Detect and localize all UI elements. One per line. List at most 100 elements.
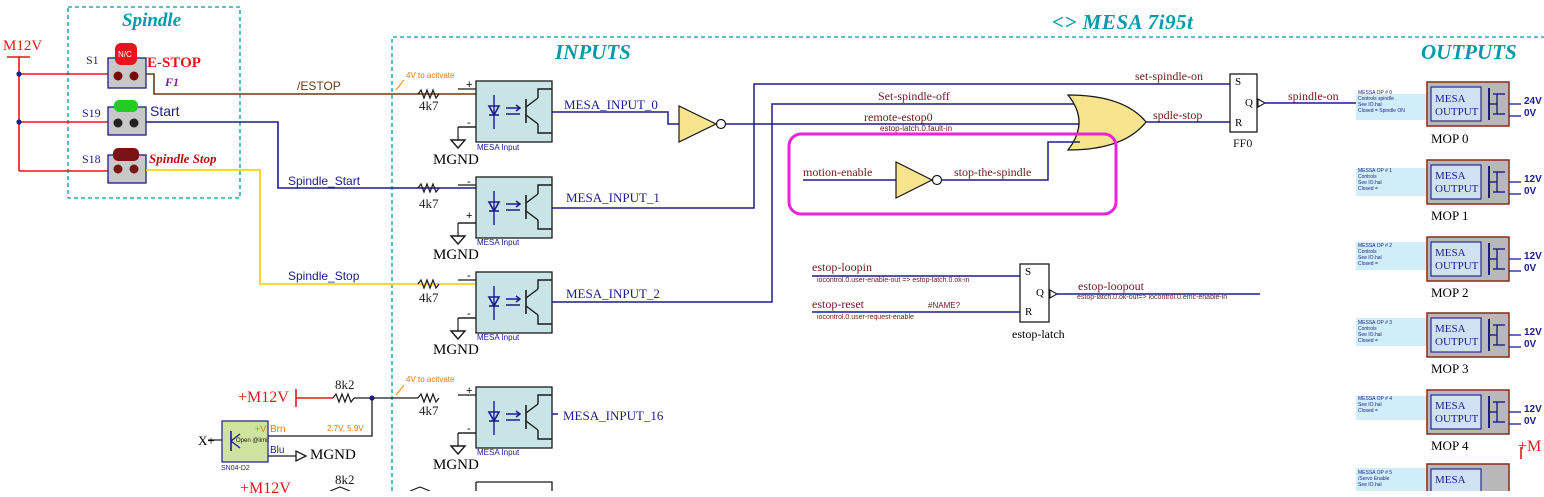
s1-nc-badge: N/C <box>118 50 132 59</box>
net-set-spindle-on: set-spindle-on <box>1135 69 1203 83</box>
net-set-spindle-off: Set-spindle-off <box>878 89 950 103</box>
net-estop: /ESTOP <box>297 79 341 93</box>
ff0-s: S <box>1235 76 1242 88</box>
latch-s: S <box>1025 266 1032 278</box>
r4-value: 4k7 <box>419 403 439 418</box>
switch-s1 <box>107 43 147 89</box>
net-estop-reset: estop-reset <box>812 297 864 311</box>
net-remote-estop0: remote-estop0 <box>864 110 933 124</box>
signal-mesa-input-1: MESA_INPUT_1 <box>566 190 660 205</box>
or-gate-spdle-stop <box>1066 94 1147 151</box>
resistor-r3 <box>417 278 440 290</box>
note-reset: iocontrol.0.user-request-enable <box>817 314 914 321</box>
opto2-minus-top: - <box>467 270 471 282</box>
flipflop-ff0 <box>1229 73 1258 133</box>
mop0-label: MOP 0 <box>1431 131 1469 146</box>
latch-r: R <box>1025 306 1033 318</box>
s19-label: S19 <box>82 106 101 120</box>
outputs-heading: OUTPUTS <box>1421 40 1517 64</box>
estop-latch-label: estop-latch <box>1012 327 1065 341</box>
start-switch-label: Start <box>150 103 180 119</box>
opto0-caption: MESA Input <box>477 143 520 152</box>
name-error: #NAME? <box>928 301 961 310</box>
sensor-xplus: X+ <box>198 433 215 448</box>
spindle-panel-frame <box>67 6 241 199</box>
wire-spindle-stop <box>146 169 476 285</box>
wire-spindle-start <box>146 121 476 189</box>
resistor-r1 <box>417 88 440 100</box>
net-estop-loopout: estop-loopout <box>1078 279 1144 293</box>
mesa-heading: <> MESA 7i95t <box>1052 10 1194 34</box>
inputs-heading: INPUTS <box>555 40 631 64</box>
resistor-r2 <box>417 182 440 194</box>
opto0-minus: - <box>467 117 471 129</box>
mgnd-0: MGND <box>433 152 479 168</box>
note-voltage-range: 2.7V, 5.9V <box>327 424 364 433</box>
wire-estop <box>146 73 476 95</box>
signal-mesa-input-2: MESA_INPUT_2 <box>566 286 660 301</box>
sensor-inner-text: Open @limit <box>236 438 270 444</box>
mop2-label: MOP 2 <box>1431 285 1469 300</box>
mop1-label: MOP 1 <box>1431 208 1469 223</box>
switch-s18 <box>107 148 147 184</box>
sensor-brn: Brn <box>270 424 286 435</box>
wire-mesa-input-2 <box>552 103 1076 303</box>
r3-value: 4k7 <box>419 290 439 305</box>
estop-switch-label: E-STOP <box>147 55 201 71</box>
spindle-stop-switch-label: Spindle Stop <box>149 151 217 166</box>
opto2-caption: MESA Input <box>477 333 520 342</box>
net-spindle-on: spindle-on <box>1288 89 1339 103</box>
net-stop-the-spindle: stop-the-spindle <box>954 165 1032 179</box>
latch-q: Q <box>1036 287 1044 299</box>
opto1-caption: MESA Input <box>477 238 520 247</box>
mop4-label: MOP 4 <box>1431 438 1469 453</box>
r-8k2-value: 8k2 <box>335 377 355 392</box>
note-loopin: iocontrol.0.user-enable-out => estop-lat… <box>817 277 970 284</box>
sensor-blu: Blu <box>270 445 285 456</box>
net-spdle-stop: spdle-stop <box>1153 108 1203 122</box>
switch-s19 <box>107 100 147 136</box>
mop3-label: MOP 3 <box>1431 361 1469 376</box>
net-motion-enable: motion-enable <box>803 165 873 179</box>
inverter-input0 <box>678 105 718 143</box>
outputs-area <box>1356 81 1522 491</box>
note-activate-1: 4V to acitvate <box>406 71 455 80</box>
r2-value: 4k7 <box>419 196 439 211</box>
r1-value: 4k7 <box>419 98 439 113</box>
resistor-8k2 <box>332 392 355 404</box>
note-activate-2: 4V to acitvate <box>406 375 455 384</box>
note-loopout: estop-latch.0.ok-out=> iocontrol.0.emc-e… <box>1077 294 1228 301</box>
opto16-minus: - <box>467 423 471 435</box>
plus-m12v-label: +M12V <box>238 389 289 406</box>
opto1-plus: + <box>466 210 473 222</box>
ff0-label: FF0 <box>1233 136 1253 150</box>
plus-m12v-label-2: +M12V <box>240 480 291 497</box>
opto0-plus: + <box>466 79 473 91</box>
r-8k2b-value: 8k2 <box>335 472 355 487</box>
ff0-q: Q <box>1245 97 1253 109</box>
signal-mesa-input-0: MESA_INPUT_0 <box>564 97 658 112</box>
s1-label: S1 <box>86 53 99 67</box>
inverter-motion-enable <box>895 161 934 199</box>
sensor-mgnd: MGND <box>310 447 356 463</box>
wire-mesa-input-1 <box>552 83 1230 209</box>
opto1-minus-top: - <box>467 176 471 188</box>
mesa-board-frame <box>391 36 1544 491</box>
mgnd-1: MGND <box>433 247 479 263</box>
mgnd-16: MGND <box>433 457 479 473</box>
opto2-minus: - <box>467 308 471 320</box>
opto16-plus: + <box>466 385 473 397</box>
plus-m-label: +M <box>1518 438 1542 455</box>
